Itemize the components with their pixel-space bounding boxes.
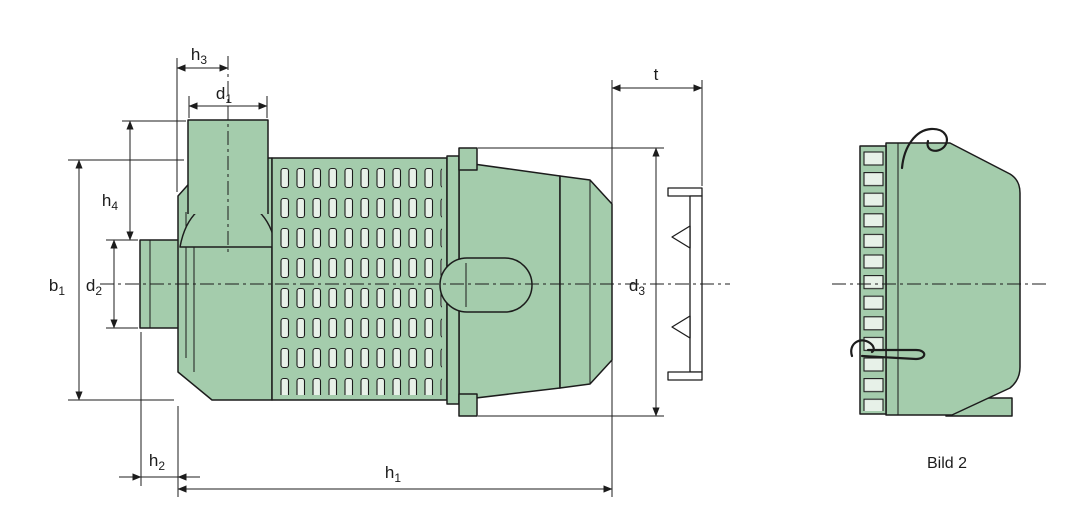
bracket-claw-lower bbox=[671, 315, 691, 339]
bild2-top-wire-clip bbox=[900, 127, 948, 170]
dim-label-d2: d2 bbox=[86, 276, 102, 298]
label-base: t bbox=[654, 65, 659, 84]
dimension-labels: h3 d1 t h4 b1 d2 d3 h2 h1 Bild 2 bbox=[49, 45, 967, 485]
dim-label-h3: h3 bbox=[191, 45, 207, 67]
label-base: d bbox=[216, 84, 225, 103]
label-sub: 2 bbox=[95, 284, 102, 298]
right-end-cap bbox=[559, 175, 613, 389]
label-base: h bbox=[191, 45, 200, 64]
bild2-slot-band-rungs bbox=[862, 149, 884, 411]
label-sub: 1 bbox=[58, 284, 65, 298]
housing-bottom-tab bbox=[458, 393, 478, 417]
label-sub: 1 bbox=[394, 471, 401, 485]
label-base: b bbox=[49, 276, 58, 295]
label-sub: 1 bbox=[225, 92, 232, 106]
label-sub: 4 bbox=[111, 199, 118, 213]
side-view-bild2 bbox=[850, 127, 1021, 417]
label-base: d bbox=[629, 276, 638, 295]
dim-label-h2: h2 bbox=[149, 451, 165, 473]
dimensions bbox=[68, 58, 703, 497]
label-base: d bbox=[86, 276, 95, 295]
label-base: h bbox=[385, 463, 394, 482]
bild2-bottom-wire-clip bbox=[850, 339, 926, 361]
label-sub: 2 bbox=[158, 459, 165, 473]
housing-top-tab bbox=[458, 147, 478, 171]
bild2-body bbox=[885, 142, 1021, 416]
bracket-claw-upper bbox=[671, 225, 691, 249]
dim-label-t: t bbox=[654, 65, 659, 84]
louver-slots bbox=[277, 163, 442, 395]
bracket-bottom-flange bbox=[667, 371, 703, 381]
centerlines bbox=[100, 56, 1048, 285]
label-sub: 3 bbox=[638, 284, 645, 298]
dim-label-b1: b1 bbox=[49, 276, 65, 298]
label-base: h bbox=[102, 191, 111, 210]
dim-label-h1: h1 bbox=[385, 463, 401, 485]
figure-caption: Bild 2 bbox=[927, 455, 967, 472]
main-view bbox=[139, 119, 613, 417]
dim-label-d1: d1 bbox=[216, 84, 232, 106]
label-sub: 3 bbox=[200, 53, 207, 67]
dim-label-h4: h4 bbox=[102, 191, 118, 213]
bracket-top-flange bbox=[667, 187, 703, 197]
label-base: h bbox=[149, 451, 158, 470]
dim-label-d3: d3 bbox=[629, 276, 645, 298]
latch-handle bbox=[439, 257, 533, 313]
